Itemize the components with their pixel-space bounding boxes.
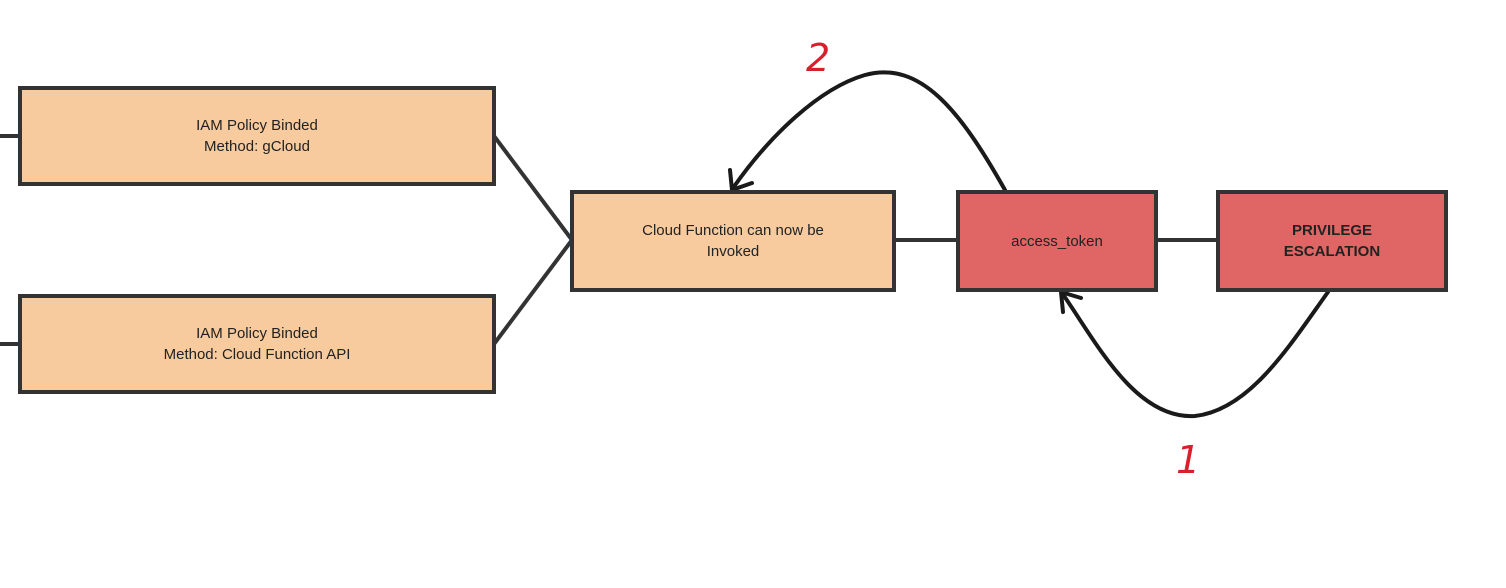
node-access-token: access_token: [956, 190, 1158, 292]
node-iam-gcloud-line2: Method: gCloud: [204, 138, 310, 155]
arrowhead-step-one-icon: [1059, 290, 1083, 314]
node-cloud-function: Cloud Function can now be Invoked: [570, 190, 896, 292]
node-cloud-function-line1: Cloud Function can now be: [642, 222, 824, 239]
annotation-step-one: 1: [1176, 438, 1201, 482]
node-privilege-escalation-line1: PRIVILEGE: [1291, 222, 1373, 239]
connector-gcloud-to-function: [492, 134, 574, 242]
node-privilege-escalation-line2: ESCALATION: [1283, 243, 1381, 260]
node-cloud-function-line2: Invoked: [706, 243, 760, 260]
node-access-token-label: access_token: [1011, 232, 1103, 250]
node-iam-policy-api: IAM Policy Binded Method: Cloud Function…: [18, 294, 496, 394]
curved-arrow-step-one: [1060, 290, 1330, 419]
node-privilege-escalation: PRIVILEGE ESCALATION: [1216, 190, 1448, 292]
node-iam-api-line1: IAM Policy Binded: [196, 325, 318, 342]
node-iam-api-line2: Method: Cloud Function API: [163, 346, 351, 363]
curved-arrow-step-two: [731, 70, 1007, 192]
node-iam-policy-gcloud: IAM Policy Binded Method: gCloud: [18, 86, 496, 186]
connector-api-to-function: [492, 238, 574, 346]
node-iam-gcloud-line1: IAM Policy Binded: [196, 117, 318, 134]
annotation-step-two: 2: [806, 36, 831, 80]
